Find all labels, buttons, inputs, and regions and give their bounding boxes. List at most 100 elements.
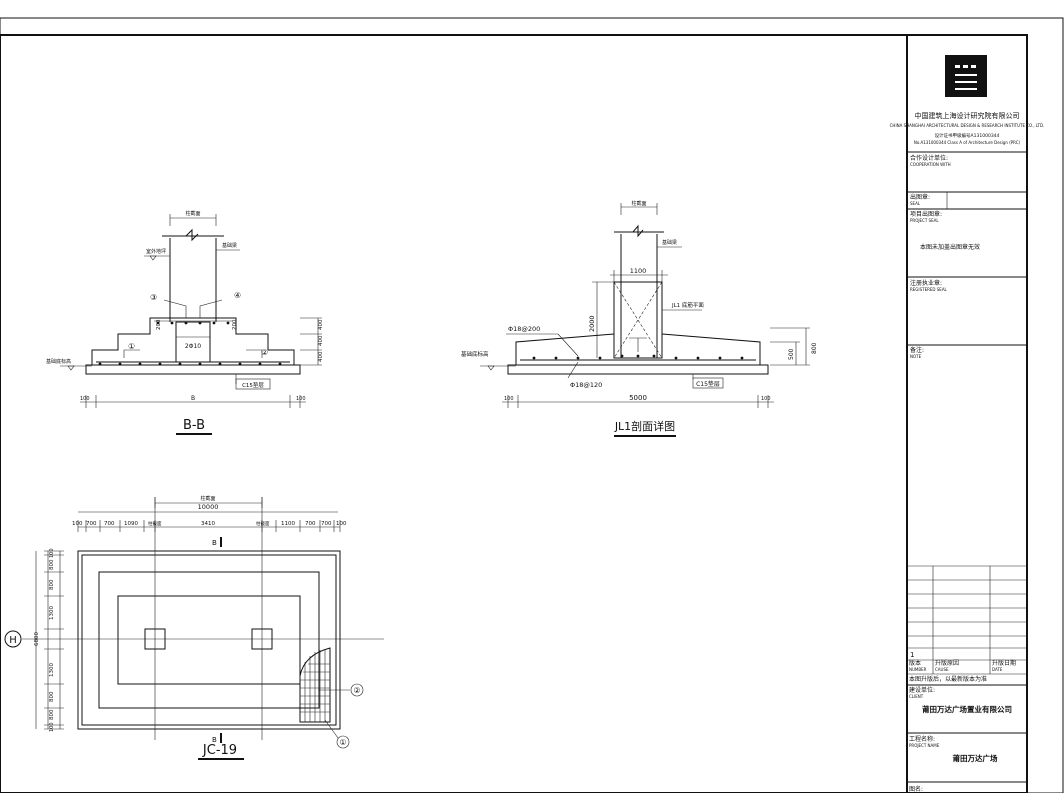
bb-dim-v1: 400 — [318, 319, 324, 330]
bb-marker-1: ① — [128, 342, 135, 351]
jc-top-dim-6: 1100 — [281, 521, 295, 527]
jc-rebar-detail — [299, 647, 331, 723]
jl1-base-label: 基础底标高 — [461, 350, 489, 358]
jc-title: JC-19 — [202, 743, 237, 758]
sheet-inner-border — [0, 34, 1028, 793]
notes-label: 备注: — [910, 346, 924, 354]
bb-dim-200a: 200 — [156, 319, 162, 330]
jc-left-dim-2: 800 — [49, 559, 55, 570]
section-jl1: 柱截面 基础梁 1100 2000 JL1 底筋平面 Φ — [461, 200, 818, 437]
jc-left-dim-5: 1300 — [49, 663, 55, 677]
bb-rebar-label: 2Φ10 — [185, 343, 201, 350]
jl1-dim-500: 500 — [788, 348, 795, 360]
sheet-outer-border — [0, 17, 1064, 793]
rev-note: 本图升版后，以最新版本为准 — [909, 675, 987, 683]
jl1-dim-1100: 1100 — [630, 267, 647, 275]
bb-dim-v2: 400 — [318, 335, 324, 346]
jl1-dim-2000: 2000 — [588, 315, 596, 332]
revision-table — [907, 565, 1027, 675]
bb-col-label: 柱截面 — [185, 210, 200, 217]
project-sub: PROJECT NAME — [909, 743, 940, 748]
jc-axis-label: H — [9, 635, 17, 646]
jc-left-dim-3: 800 — [49, 579, 55, 590]
plan-jc-19: 柱截面 10000 100 700 700 1090 柱截面 3410 柱截面 … — [4, 495, 384, 760]
jl1-dim-5000: 5000 — [629, 394, 647, 402]
bb-dim-v3: 400 — [318, 351, 324, 362]
bb-dim-100b: 100 — [296, 396, 306, 402]
bb-beam-label: 基础梁 — [222, 242, 237, 249]
bb-dim-100a: 100 — [80, 396, 90, 402]
bb-base-label: 基础底标高 — [46, 358, 71, 365]
coop-label: 合作设计单位: — [910, 154, 948, 162]
jc-top-dim-4: 1090 — [124, 521, 138, 527]
project-seal-sub: PROJECT SEAL — [910, 218, 939, 223]
jl1-c15-label: C15垫层 — [696, 380, 720, 388]
rev-sub: NUMBER — [909, 667, 927, 672]
reg-seal-label: 注册执业章: — [910, 279, 942, 287]
date-label: 升版日期 — [992, 659, 1016, 667]
jc-col-label-c: 柱截面 — [256, 520, 270, 527]
jc-top-dim-5: 3410 — [201, 521, 215, 527]
rev-number: 1 — [910, 651, 914, 659]
jl1-dim-100a: 100 — [504, 396, 514, 402]
bb-title: B-B — [183, 418, 205, 433]
jc-left-dim-1: 100 — [49, 548, 55, 558]
jl1-bar-label: JL1 底筋平面 — [671, 301, 704, 309]
rev-label: 版本 — [909, 659, 921, 667]
bb-marker-3: ③ — [150, 293, 157, 302]
bb-dim-200b: 200 — [232, 319, 238, 330]
jl1-title: JL1剖面详图 — [614, 419, 675, 433]
jc-left-dim-6: 800 — [49, 691, 55, 702]
client-sub: CLIENT — [909, 694, 924, 699]
stamp-sub: SEAL — [910, 201, 921, 206]
cert-en: No.A131000344 Class A of Architecture De… — [914, 140, 1021, 145]
jc-top-dim-1: 100 — [72, 521, 83, 527]
jl1-dim-800: 800 — [811, 342, 818, 354]
jc-left-dim-7: 800 — [49, 709, 55, 720]
bb-c15-pad — [85, 364, 301, 375]
jc-marker-1: ① — [339, 738, 346, 747]
jc-top-dim-2: 700 — [86, 521, 97, 527]
coop-sub: COOPERATION WITH — [910, 162, 951, 167]
jc-top-dim-9: 100 — [336, 521, 347, 527]
cert-cn: 设计证书甲级编号A131000344 — [935, 132, 1000, 139]
jc-axis-bubble — [4, 630, 22, 648]
jl1-rebar-bottom: Φ18@120 — [570, 381, 602, 389]
jc-top-dim-8: 700 — [321, 521, 332, 527]
jc-left-dim-8: 100 — [49, 722, 55, 732]
project-label: 工程名称: — [909, 735, 935, 743]
jc-marker-2: ② — [353, 686, 360, 695]
jc-section-mark-bottom: B — [212, 736, 217, 744]
drawing-label: 图名: — [909, 785, 923, 793]
date-sub: DATE — [992, 667, 1003, 672]
bb-marker-4: ④ — [234, 291, 241, 300]
reason-label: 升版原因 — [935, 659, 959, 667]
bb-marker-2: ② — [261, 348, 268, 357]
bb-dim-total: B — [191, 395, 195, 402]
jc-top-dim-7: 700 — [305, 521, 316, 527]
jc-top-dim-3: 700 — [104, 521, 115, 527]
company-name-en: CHINA SHANGHAI ARCHITECTURAL DESIGN & RE… — [890, 123, 1045, 128]
jl1-beam-label: 基础梁 — [662, 239, 677, 246]
jl1-c15-pad — [507, 364, 769, 375]
section-b-b: 柱截面 室外地坪 基础梁 ① ② ③ ④ — [46, 210, 324, 435]
company-name-cn: 中国建筑上海设计研究院有限公司 — [915, 111, 1020, 120]
project-name: 莆田万达广场 — [953, 753, 998, 763]
bb-c15-label: C15垫层 — [242, 381, 264, 389]
jc-dim-10000: 10000 — [198, 503, 219, 511]
jc-section-mark-top: B — [212, 539, 217, 547]
client-name: 莆田万达广场置业有限公司 — [922, 704, 1012, 714]
stamp-label: 出图章: — [910, 193, 930, 201]
bb-floor-label: 室外地坪 — [146, 248, 166, 255]
jl1-col-label: 柱截面 — [631, 200, 646, 207]
jl1-rebar-top: Φ18@200 — [508, 325, 540, 333]
jc-col-label-a: 柱截面 — [200, 495, 215, 502]
jc-outline-pad — [77, 550, 341, 730]
reg-seal-sub: REGISTERED SEAL — [910, 287, 948, 292]
reason-sub: CAUSE — [935, 667, 949, 672]
seal-note: 本图未加盖出图章无效 — [920, 243, 980, 251]
jc-left-dim-4: 1300 — [49, 606, 55, 620]
jl1-rebar-dots — [532, 354, 744, 360]
jc-left-dim-total: 6800 — [34, 632, 40, 646]
